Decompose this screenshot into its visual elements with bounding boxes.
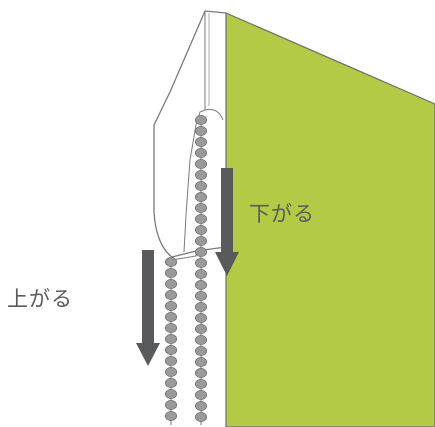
chain-bead (164, 377, 177, 388)
label-raise: 上がる (7, 287, 73, 311)
bracket-housing (153, 10, 227, 258)
chain-bead (194, 345, 207, 356)
chain-bead (194, 224, 207, 235)
chain-bead (194, 126, 207, 137)
chain-bead (164, 322, 177, 333)
bead-chain-left (164, 256, 177, 425)
chain-bead (164, 267, 177, 278)
chain-bead (194, 400, 207, 411)
chain-bead (194, 312, 207, 323)
chain-bead (194, 115, 207, 126)
chain-bead (194, 158, 207, 169)
chain-bead (194, 147, 207, 158)
chain-bead (194, 136, 207, 147)
chain-bead (194, 191, 207, 202)
chain-bead (164, 311, 177, 322)
chain-bead (194, 279, 207, 290)
chain-bead (194, 356, 207, 367)
chain-bead (194, 323, 207, 334)
chain-bead (164, 333, 177, 344)
chain-bead (194, 169, 207, 180)
chain-bead (194, 213, 207, 224)
chain-bead (194, 235, 207, 246)
chain-bead (164, 289, 177, 300)
chain-bead (164, 344, 177, 355)
chain-bead (194, 301, 207, 312)
chain-bead (194, 334, 207, 345)
chain-bead (194, 367, 207, 378)
chain-bead (194, 180, 207, 191)
chain-bead (164, 278, 177, 289)
chain-bead (194, 268, 207, 279)
chain-bead (194, 246, 207, 257)
chain-bead (194, 378, 207, 389)
chain-bead (164, 399, 177, 410)
chain-bead (164, 256, 177, 267)
chain-bead (194, 257, 207, 268)
chain-bead (164, 366, 177, 377)
arrow-down-icon (136, 250, 160, 366)
chain-bead (194, 290, 207, 301)
chain-bead (164, 410, 177, 421)
chain-bead (164, 300, 177, 311)
blind-fabric (225, 12, 435, 427)
label-lower: 下がる (249, 202, 315, 226)
bracket-inner-curve (204, 109, 224, 121)
chain-bead (164, 355, 177, 366)
chain-bead (194, 202, 207, 213)
bead-chain-right (194, 115, 207, 425)
arrow-down-icon (215, 168, 239, 276)
chain-bead (194, 411, 207, 422)
chain-bead (194, 389, 207, 400)
chain-bead (164, 388, 177, 399)
